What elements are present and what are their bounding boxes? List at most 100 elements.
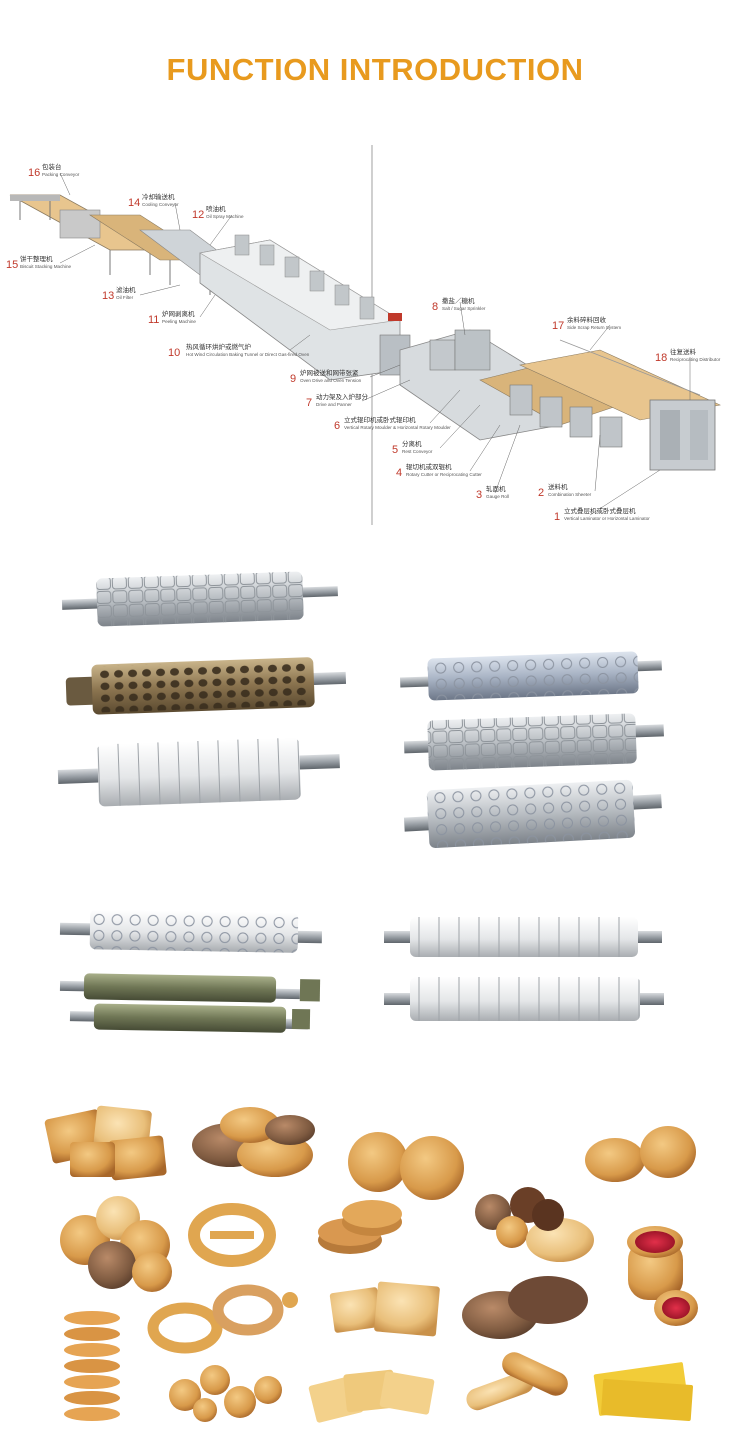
svg-text:6: 6 (334, 420, 340, 432)
biscuit-chocolate-cookies (462, 1276, 588, 1339)
svg-text:喷油机: 喷油机 (206, 204, 226, 213)
svg-text:Side Scrap Return System: Side Scrap Return System (567, 325, 621, 330)
biscuit-ring-cookies (147, 1284, 298, 1354)
biscuit-amaretti (169, 1365, 282, 1422)
page-title: FUNCTION INTRODUCTION (166, 52, 584, 87)
roller-10 (384, 917, 662, 957)
svg-text:10: 10 (168, 347, 180, 359)
biscuit-cream-crackers (308, 1369, 435, 1423)
svg-text:1: 1 (554, 511, 560, 523)
svg-text:滤油机: 滤油机 (116, 285, 136, 294)
biscuit-seeded-crackers (329, 1281, 440, 1337)
svg-text:9: 9 (290, 373, 296, 385)
svg-text:辊切机或双辊机: 辊切机或双辊机 (406, 462, 452, 471)
svg-text:余料碎料回收: 余料碎料回收 (567, 315, 607, 324)
svg-text:4: 4 (396, 467, 402, 479)
svg-text:5: 5 (392, 444, 398, 456)
svg-text:Peeling Machine: Peeling Machine (162, 319, 196, 324)
svg-text:包装台: 包装台 (42, 162, 62, 171)
svg-text:3: 3 (476, 489, 482, 501)
svg-text:Hot Wind Circulation Baking Tu: Hot Wind Circulation Baking Tunnel or Di… (186, 352, 310, 357)
svg-text:饼干整理机: 饼干整理机 (20, 254, 53, 263)
svg-text:立式辊印机或卧式辊印机: 立式辊印机或卧式辊印机 (344, 415, 416, 424)
forming-section-illustration (399, 329, 623, 448)
biscuit-pretzel (188, 1203, 276, 1267)
svg-text:Salt / Sugar Sprinkler: Salt / Sugar Sprinkler (442, 306, 486, 311)
svg-text:冷却输送机: 冷却输送机 (142, 192, 175, 201)
svg-text:炉网被送和网带张紧: 炉网被送和网带张紧 (300, 368, 359, 377)
biscuit-corn-crackers (593, 1362, 694, 1421)
svg-text:Rotary Cutter or Reciprocating: Rotary Cutter or Reciprocating Cutter (406, 472, 482, 477)
svg-text:15: 15 (6, 259, 18, 271)
roller-9 (69, 1003, 311, 1033)
svg-text:Biscuit Stacking Machine: Biscuit Stacking Machine (20, 264, 72, 269)
svg-text:Cooling Conveyor: Cooling Conveyor (142, 202, 179, 207)
oven-tunnel-illustration (199, 234, 411, 381)
svg-text:14: 14 (128, 197, 140, 209)
svg-text:分离机: 分离机 (402, 439, 422, 448)
svg-text:撒盐／糖机: 撒盐／糖机 (442, 296, 475, 305)
roller-5 (403, 713, 664, 771)
svg-text:Oil Filter: Oil Filter (116, 295, 134, 300)
biscuit-domed-cakes (585, 1126, 696, 1182)
biscuit-swirl-cookies (60, 1196, 172, 1292)
biscuit-round-stack (64, 1311, 120, 1421)
biscuit-mixed-cookies (475, 1187, 594, 1262)
svg-text:Packing Conveyor: Packing Conveyor (42, 172, 80, 177)
svg-text:16: 16 (28, 167, 40, 179)
roller-1 (61, 571, 338, 627)
svg-text:12: 12 (192, 209, 204, 221)
svg-text:7: 7 (306, 397, 312, 409)
roller-11 (384, 977, 664, 1021)
svg-text:18: 18 (655, 352, 667, 364)
svg-text:Combination Sheeter: Combination Sheeter (548, 492, 592, 497)
svg-text:轧面机: 轧面机 (486, 484, 506, 493)
svg-text:往复送料: 往复送料 (670, 347, 697, 356)
svg-text:Drive and Panner: Drive and Panner (316, 402, 352, 407)
svg-text:17: 17 (552, 320, 564, 332)
roller-3 (57, 737, 340, 807)
biscuit-wafer-stack (318, 1200, 402, 1254)
roller-6 (403, 779, 662, 848)
svg-text:2: 2 (538, 487, 544, 499)
packing-conveyor-illustration (9, 194, 161, 275)
roller-4 (400, 651, 662, 701)
svg-text:动力架及入炉部分: 动力架及入炉部分 (316, 392, 369, 401)
svg-text:立式叠层机或卧式叠层机: 立式叠层机或卧式叠层机 (564, 506, 636, 515)
svg-text:热风循环烘炉或燃气炉: 热风循环烘炉或燃气炉 (186, 342, 252, 351)
svg-text:Rest Conveyor: Rest Conveyor (402, 449, 433, 454)
roller-7 (59, 909, 322, 953)
svg-text:Reciprocating Distributor: Reciprocating Distributor (670, 357, 721, 362)
svg-text:Vertical Laminator or Horizont: Vertical Laminator or Horizontal Laminat… (564, 516, 650, 521)
biscuit-products-gallery (44, 1105, 698, 1423)
svg-text:炉网剥离机: 炉网剥离机 (162, 309, 195, 318)
biscuit-oat-cookies (348, 1132, 464, 1200)
biscuit-sticks (466, 1352, 568, 1411)
svg-text:Oil Spray Machine: Oil Spray Machine (206, 214, 244, 219)
roller-8 (59, 973, 321, 1003)
biscuit-waffle-squares (44, 1105, 167, 1181)
svg-text:8: 8 (432, 301, 438, 313)
svg-text:Vertical Rotary Moulder & Hori: Vertical Rotary Moulder & Horizontal Rot… (344, 425, 451, 430)
svg-text:送料机: 送料机 (548, 482, 568, 491)
svg-text:11: 11 (148, 314, 159, 326)
laminator-illustration (519, 339, 721, 471)
